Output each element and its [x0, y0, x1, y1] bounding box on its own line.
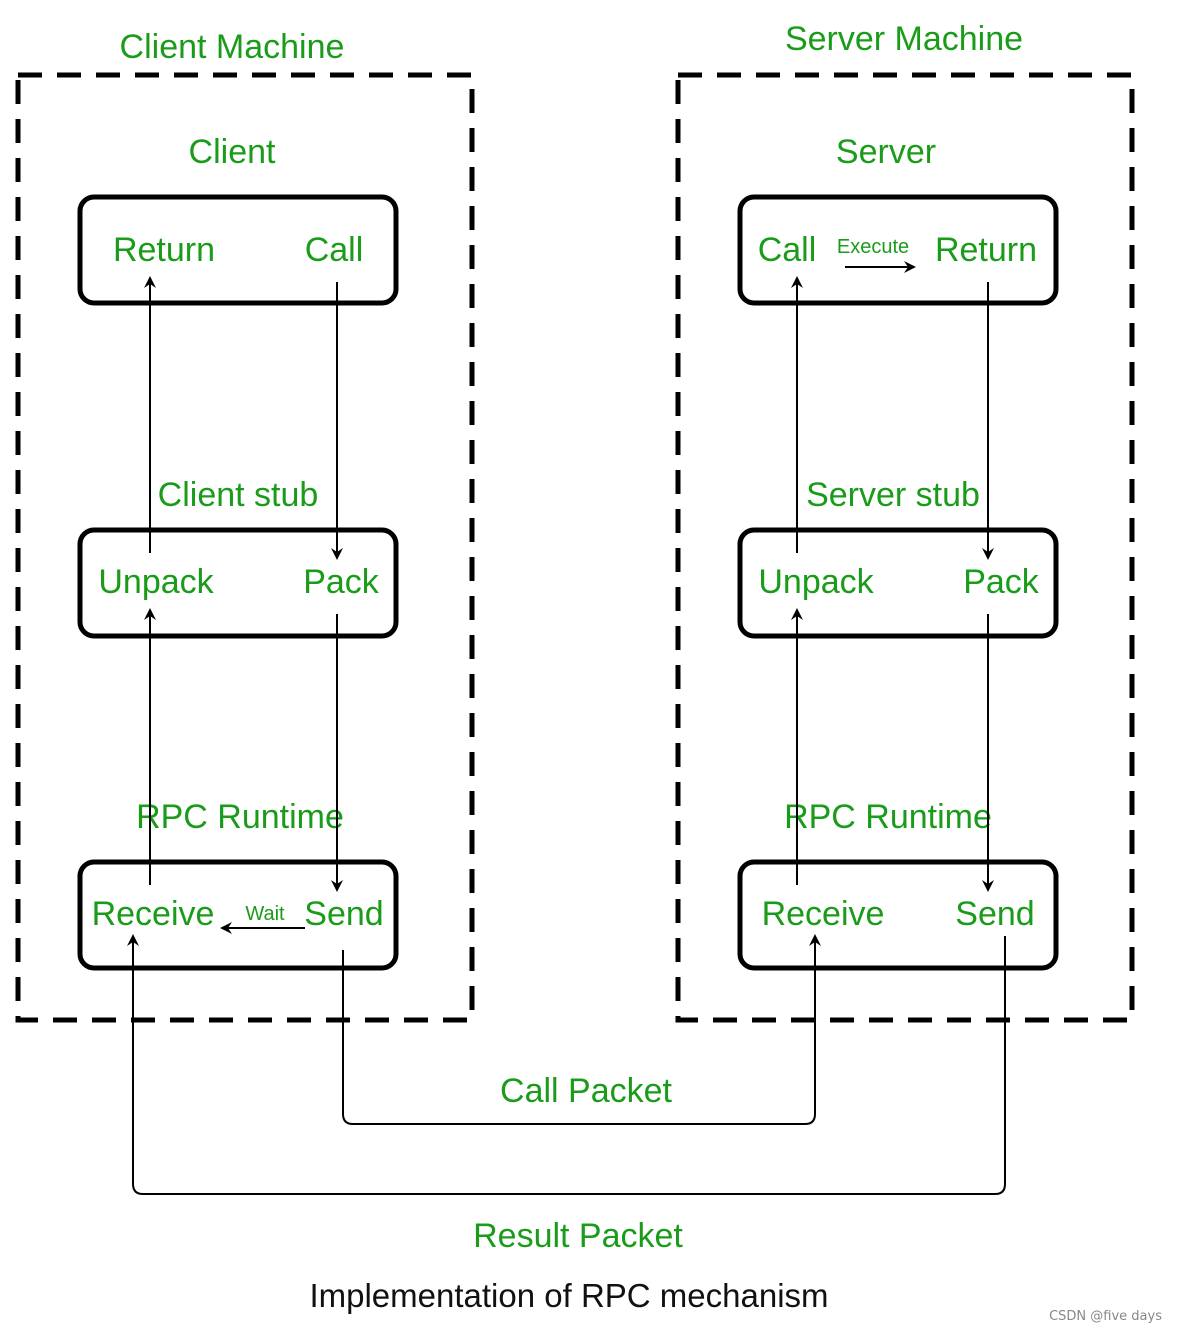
client-send-label: Send: [304, 895, 383, 933]
result-packet-label: Result Packet: [473, 1217, 683, 1255]
call-packet-label: Call Packet: [500, 1072, 673, 1110]
client-runtime-box: [77, 859, 399, 971]
server-pack-label: Pack: [963, 563, 1040, 601]
client-machine-title: Client Machine: [120, 28, 345, 66]
server-runtime-title: RPC Runtime: [784, 798, 992, 836]
client-runtime-title: RPC Runtime: [136, 798, 344, 836]
diagram-caption: Implementation of RPC mechanism: [309, 1277, 828, 1314]
client-stub-title: Client stub: [158, 476, 319, 514]
server-machine-frame: [675, 72, 1135, 1023]
server-receive-label: Receive: [762, 895, 885, 933]
server-runtime-box: [737, 859, 1059, 971]
call-packet-link: [342, 934, 821, 1125]
server-box: [737, 194, 1059, 306]
client-receive-label: Receive: [92, 895, 215, 933]
server-stub-box: [737, 527, 1059, 639]
server-return-label: Return: [935, 231, 1037, 269]
server-call-label: Call: [758, 231, 817, 269]
client-box: [77, 194, 399, 306]
server-machine-title: Server Machine: [785, 20, 1023, 58]
client-machine-frame: [15, 72, 475, 1023]
result-packet-link: [127, 934, 1006, 1195]
client-unpack-label: Unpack: [98, 563, 214, 601]
server-layer-title: Server: [836, 133, 936, 171]
client-wait-label: Wait: [245, 903, 285, 925]
server-stub-title: Server stub: [806, 476, 980, 514]
client-return-label: Return: [113, 231, 215, 269]
server-execute-label: Execute: [837, 236, 909, 258]
client-stub-box: [77, 527, 399, 639]
server-unpack-label: Unpack: [758, 563, 874, 601]
server-send-label: Send: [955, 895, 1034, 933]
client-pack-label: Pack: [303, 563, 380, 601]
watermark: CSDN @five days: [1049, 1309, 1162, 1324]
client-call-label: Call: [305, 231, 364, 269]
client-layer-title: Client: [189, 133, 276, 171]
